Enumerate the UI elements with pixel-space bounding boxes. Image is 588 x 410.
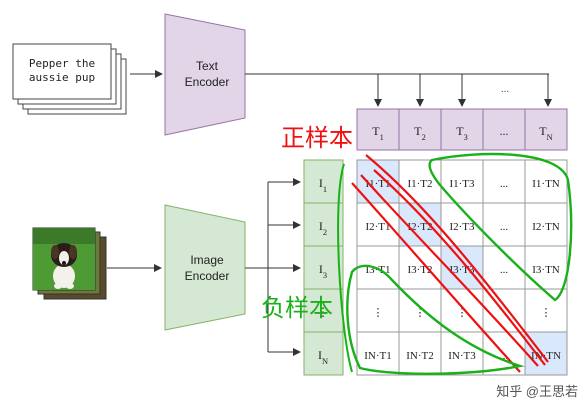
i-column-cell: I1 xyxy=(303,159,344,204)
t-header-label: T1 xyxy=(372,124,384,142)
matrix-cell: I1·TN xyxy=(524,159,568,204)
matrix-cell: ⋮ xyxy=(356,288,400,333)
dog-image-stack xyxy=(32,227,107,300)
i-column-cell: IN xyxy=(303,331,344,376)
i-column-cell: I3 xyxy=(303,245,344,290)
matrix-cell-label: ... xyxy=(500,221,509,233)
matrix-cell: I3·TN xyxy=(524,245,568,290)
matrix-cell-label: ⋮ xyxy=(541,307,552,319)
matrix-cell-label: ⋮ xyxy=(415,307,426,319)
matrix-cell: IN·TN xyxy=(524,331,568,376)
matrix-cell-label: ... xyxy=(500,178,509,190)
i-column-label: IN xyxy=(318,348,328,366)
watermark: 知乎 @王思若 xyxy=(496,384,578,399)
matrix-cell-label: I1·T2 xyxy=(407,178,432,190)
image-output-bus xyxy=(245,178,301,356)
t-header-cell: T1 xyxy=(356,108,400,151)
caption-line-1: Pepper the xyxy=(29,57,95,70)
matrix-cell-label: ⋮ xyxy=(457,307,468,319)
dog-photo xyxy=(33,228,95,290)
caption-line-2: aussie pup xyxy=(29,71,95,84)
negative-annotation: 负样本 xyxy=(261,152,573,375)
i-column-label: ⋮ xyxy=(317,305,329,319)
matrix-cell: I1·T3 xyxy=(440,159,484,204)
image-encoder-label-1: Image xyxy=(190,253,224,267)
image-encoder: Image Encoder xyxy=(164,204,246,331)
matrix-cell: I1·T2 xyxy=(398,159,442,204)
t-header-cell: T3 xyxy=(440,108,484,151)
matrix-cell: I3·T1 xyxy=(356,245,400,290)
matrix-cell-label: ... xyxy=(500,350,509,362)
matrix-cell-label: I2·T3 xyxy=(449,221,475,233)
t-header-label: T2 xyxy=(414,124,426,142)
t-header-cell: TN xyxy=(524,108,568,151)
matrix-cell-label: I3·TN xyxy=(532,264,560,276)
i-column-cell: I2 xyxy=(303,202,344,247)
matrix-cell-label: I1·TN xyxy=(532,178,560,190)
text-encoder-label-2: Encoder xyxy=(185,75,230,89)
matrix-cell-label: ... xyxy=(500,264,509,276)
matrix-cell-label: I2·TN xyxy=(532,221,560,233)
matrix-cell-label: IN·T3 xyxy=(448,350,476,362)
matrix-cell: ⋮ xyxy=(440,288,484,333)
matrix-cell: ⋮ xyxy=(398,288,442,333)
text-output-bus: ... xyxy=(245,73,552,107)
matrix-cell-label: IN·T1 xyxy=(364,350,392,362)
t-header-label: TN xyxy=(539,124,552,142)
t-header-label: ... xyxy=(500,124,509,138)
top-ellipsis: ... xyxy=(501,84,509,95)
t-header-cell: T2 xyxy=(398,108,442,151)
i-column-label: I1 xyxy=(319,176,327,194)
label-positive: 正样本 xyxy=(281,125,353,152)
i-column-label: I2 xyxy=(319,219,327,237)
matrix-cell: ... xyxy=(482,159,526,204)
matrix-cell: I3·T2 xyxy=(398,245,442,290)
t-header-cell: ... xyxy=(482,108,526,151)
caption-stack: Pepper the aussie pup xyxy=(12,43,127,115)
matrix-cell-label: IN·T2 xyxy=(406,350,434,362)
matrix-cell: I2·TN xyxy=(524,202,568,247)
matrix-cell-label: I2·T2 xyxy=(407,221,432,233)
matrix-cell: IN·T2 xyxy=(398,331,442,376)
matrix-cell-label: I2·T1 xyxy=(365,221,390,233)
label-negative: 负样本 xyxy=(261,295,333,322)
t-header-label: T3 xyxy=(456,124,468,142)
text-encoder-label-1: Text xyxy=(196,59,219,73)
matrix-cell-label: IN·TN xyxy=(531,350,561,362)
text-encoder: Text Encoder xyxy=(164,13,246,136)
image-encoder-label-2: Encoder xyxy=(185,269,230,283)
i-column-label: I3 xyxy=(319,262,327,280)
matrix-cell-label: I1·T3 xyxy=(449,178,475,190)
matrix-cell-label: I3·T3 xyxy=(449,264,475,276)
t-header-row: T1 T2 T3... TN xyxy=(356,108,568,151)
positive-annotation: 正样本 xyxy=(281,125,549,373)
matrix-cell-label: ⋮ xyxy=(373,307,384,319)
